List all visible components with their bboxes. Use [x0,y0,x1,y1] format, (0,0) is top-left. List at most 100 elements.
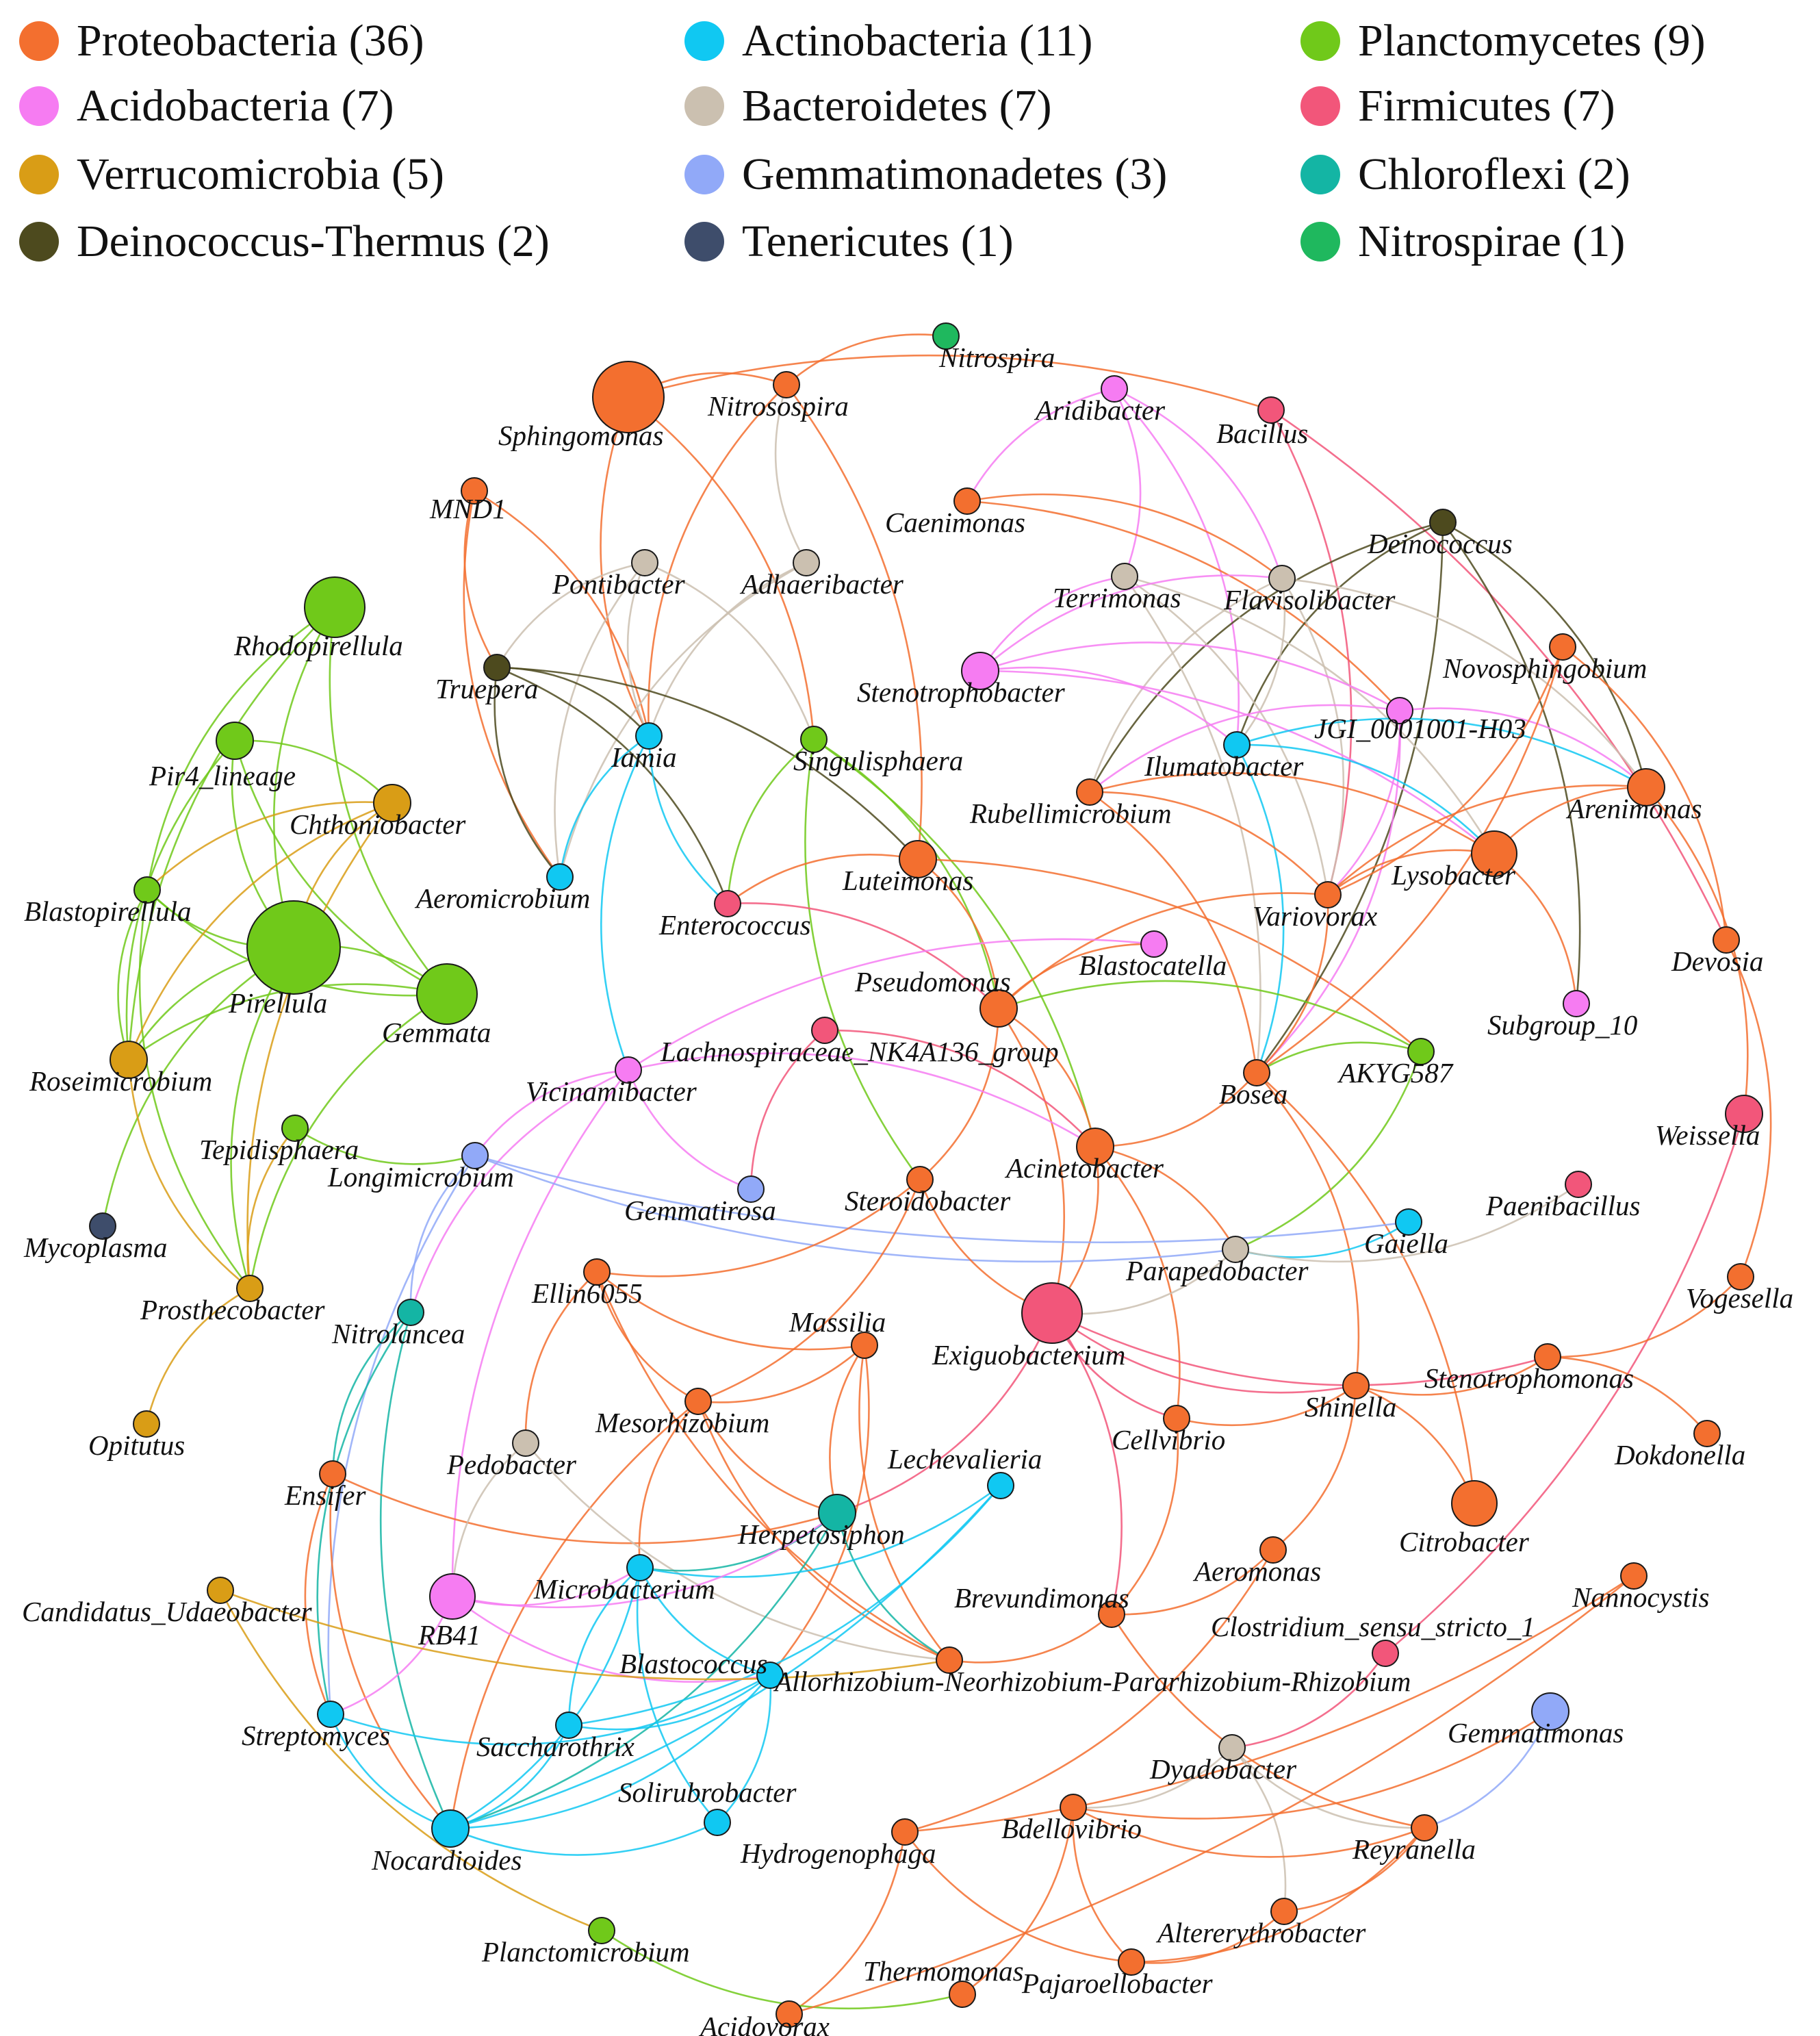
node-lechevalieria[interactable] [987,1472,1014,1499]
node-luteimonas[interactable] [899,840,937,878]
node-candidatus-udaeobacter[interactable] [207,1577,234,1604]
node-nannocystis[interactable] [1620,1562,1648,1590]
node-gemmatimonas[interactable] [1531,1692,1569,1731]
node-stenotrophobacter[interactable] [961,652,999,690]
node-terrimonas[interactable] [1111,563,1138,590]
node-citrobacter[interactable] [1451,1480,1498,1527]
node-novosphingobium[interactable] [1549,633,1576,661]
node-stenotrophomonas[interactable] [1534,1343,1561,1371]
node-altererythrobacter[interactable] [1270,1898,1298,1925]
node-paenibacillus[interactable] [1565,1171,1592,1198]
node-reyranella[interactable] [1411,1814,1438,1842]
node-vogesella[interactable] [1727,1263,1754,1290]
node-pajaroellobacter[interactable] [1118,1948,1145,1976]
node-prosthecobacter[interactable] [236,1275,264,1302]
node-arenimonas[interactable] [1627,768,1665,806]
node-label: Brevundimonas [954,1582,1129,1614]
node-streptomyces[interactable] [317,1701,344,1728]
node-allorhizobium-neorhizobium-pararhizobium-rhizobium[interactable] [936,1646,963,1674]
node-rubellimicrobium[interactable] [1076,778,1103,806]
node-steroidobacter[interactable] [906,1166,934,1193]
node-planctomicrobium[interactable] [588,1917,615,1944]
node-singulisphaera[interactable] [800,726,828,753]
node-longimicrobium[interactable] [461,1142,489,1169]
node-enterococcus[interactable] [714,890,741,917]
node-ilumatobacter[interactable] [1223,731,1251,759]
node-gaiella[interactable] [1395,1208,1422,1236]
node-bosea[interactable] [1243,1059,1270,1086]
node-acidovorax[interactable] [776,2000,803,2028]
node-adhaeribacter[interactable] [793,549,820,576]
node-dyadobacter[interactable] [1218,1734,1246,1761]
node-aeromicrobium[interactable] [546,863,574,891]
node-lachnospiraceae-nk4a136-group[interactable] [811,1017,838,1044]
node-acinetobacter[interactable] [1076,1128,1114,1166]
node-herpetosiphon[interactable] [818,1494,856,1532]
node-blastococcus[interactable] [756,1662,784,1689]
node-mesorhizobium[interactable] [684,1388,712,1415]
node-nitrospira[interactable] [932,322,960,350]
node-microbacterium[interactable] [626,1554,654,1581]
node-roseimicrobium[interactable] [110,1041,148,1079]
node-sphingomonas[interactable] [592,361,665,433]
node-parapedobacter[interactable] [1222,1236,1249,1263]
network-edge [1111,1418,1179,1615]
node-solirubrobacter[interactable] [704,1809,731,1836]
node-deinococcus[interactable] [1429,509,1457,536]
node-label: Truepera [435,673,538,704]
node-iamia[interactable] [635,722,663,750]
node-pir4-lineage[interactable] [216,722,254,760]
node-ensifer[interactable] [319,1460,346,1488]
node-brevundimonas[interactable] [1098,1601,1125,1628]
node-variovorax[interactable] [1314,881,1342,908]
node-ellin6055[interactable] [583,1258,611,1286]
node-blastopirellula[interactable] [133,876,161,904]
node-aridibacter[interactable] [1101,375,1128,403]
node-bdellovibrio[interactable] [1060,1794,1087,1821]
node-truepera[interactable] [483,654,511,681]
network-edge [1111,1549,1274,1616]
node-label: Aridibacter [1034,394,1166,426]
node-gemmatirosa[interactable] [737,1175,765,1203]
node-caenimonas[interactable] [953,487,981,515]
node-dokdonella[interactable] [1693,1420,1721,1447]
node-tepidisphaera[interactable] [281,1115,309,1142]
node-rb41[interactable] [429,1573,476,1620]
node-pedobacter[interactable] [512,1429,539,1457]
node-nitrolancea[interactable] [397,1299,424,1326]
node-cellvibrio[interactable] [1163,1405,1190,1432]
node-flavisolibacter[interactable] [1268,565,1296,592]
node-clostridium-sensu-stricto-1[interactable] [1372,1640,1399,1667]
node-mycoplasma[interactable] [89,1212,116,1240]
node-label: Lysobacter [1391,859,1516,891]
node-label: Thermomonas [863,1955,1024,1987]
node-pseudomonas[interactable] [979,989,1018,1028]
node-gemmata[interactable] [416,963,478,1025]
node-akyg587[interactable] [1407,1038,1435,1065]
node-rhodopirellula[interactable] [304,576,366,638]
node-opitutus[interactable] [133,1410,160,1438]
node-bacillus[interactable] [1257,396,1285,424]
network-edge [824,1029,1096,1147]
node-chthoniobacter[interactable] [373,784,411,822]
node-hydrogenophaga[interactable] [891,1818,919,1846]
node-blastocatella[interactable] [1140,930,1168,958]
node-saccharothrix[interactable] [555,1711,582,1739]
node-pontibacter[interactable] [631,549,658,576]
node-weissella[interactable] [1725,1095,1763,1133]
node-jgi-0001001-h03[interactable] [1386,697,1413,724]
node-lysobacter[interactable] [1471,830,1517,877]
node-thermomonas[interactable] [949,1981,976,2008]
node-aeromonas[interactable] [1259,1536,1287,1564]
node-massilia[interactable] [851,1332,878,1359]
node-subgroup-10[interactable] [1563,990,1590,1017]
node-pirellula[interactable] [246,900,341,995]
network-edge [1256,894,1329,1073]
node-vicinamibacter[interactable] [615,1056,642,1084]
node-shinella[interactable] [1342,1372,1370,1399]
node-devosia[interactable] [1713,926,1740,954]
node-nocardioides[interactable] [431,1809,470,1848]
node-exiguobacterium[interactable] [1021,1282,1083,1344]
node-nitrosospira[interactable] [773,371,800,398]
node-mnd1[interactable] [461,477,488,505]
